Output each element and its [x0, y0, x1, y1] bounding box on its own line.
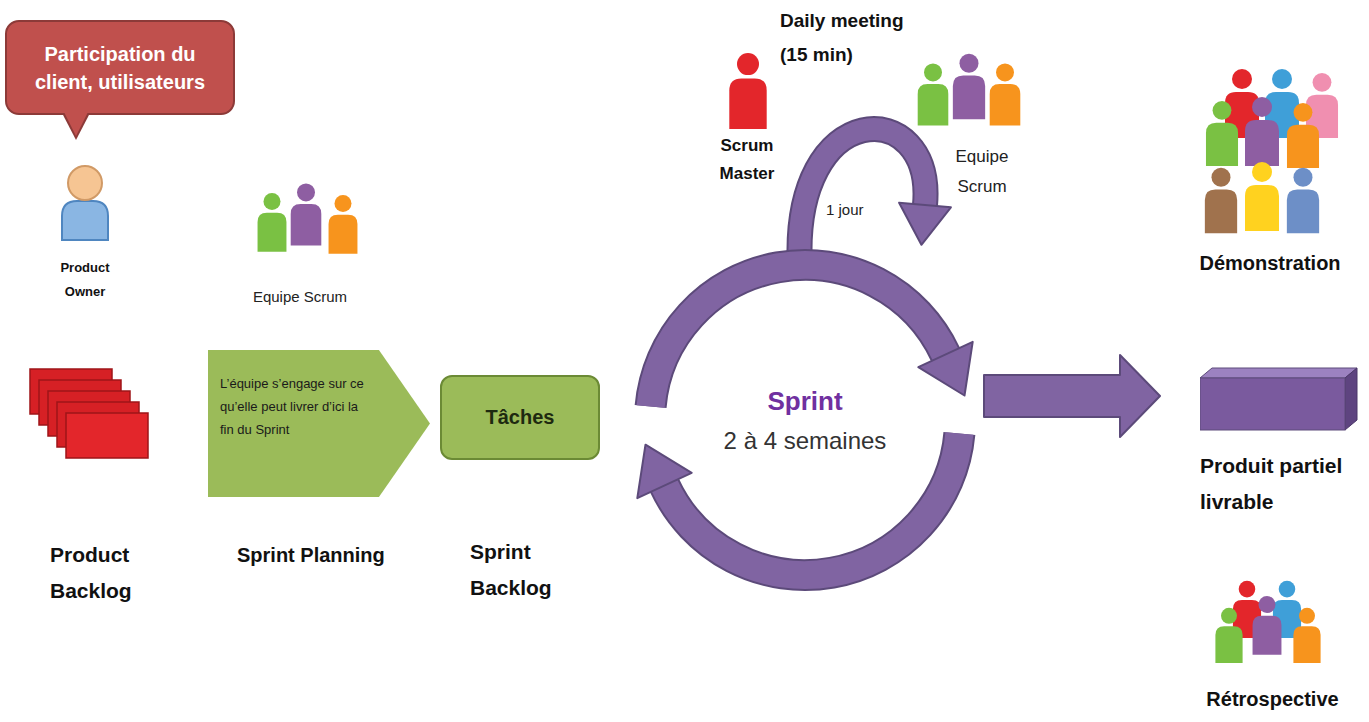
person	[1205, 168, 1237, 234]
sprint-cycle-arrows	[637, 265, 972, 575]
person	[953, 54, 985, 120]
person	[1245, 162, 1279, 231]
event-label: Rétrospective	[1190, 686, 1355, 712]
task-box: Tâches	[440, 375, 600, 460]
role-label: Product Owner	[45, 256, 125, 304]
person-body	[62, 201, 108, 240]
block-arrow	[984, 355, 1160, 437]
backlog-label: Product Backlog	[25, 537, 170, 609]
person	[1206, 101, 1238, 166]
duration-label: 1 jour	[826, 200, 886, 220]
cycle-head	[637, 445, 691, 499]
node-product: Produit partiel livrable	[1160, 360, 1365, 520]
person-head	[68, 166, 102, 200]
daily-loop-arrow	[800, 129, 951, 268]
person	[1215, 608, 1242, 663]
event-label: Démonstration	[1185, 250, 1355, 276]
team-label: Equipe Scrum	[940, 142, 1024, 202]
node-stack: Product Backlog	[25, 365, 175, 609]
node-sprint: Sprint 2 à 4 semaines	[632, 250, 978, 590]
person	[918, 63, 949, 125]
person	[990, 63, 1021, 125]
team-label: Equipe Scrum	[240, 287, 360, 307]
product-box-shape	[1200, 360, 1360, 432]
loop-outline	[800, 129, 926, 268]
product-box-side	[1345, 368, 1357, 430]
backlog-stack	[25, 365, 155, 465]
person	[1293, 608, 1320, 663]
person	[1245, 97, 1279, 166]
planning-text: L’équipe s’engage sur ce qu’elle peut li…	[220, 372, 368, 441]
team-icon	[918, 54, 1021, 126]
planning-arrow-fill	[208, 350, 430, 497]
role-label: Scrum Master	[705, 132, 789, 188]
backlog-card	[66, 413, 148, 458]
person	[258, 193, 287, 252]
cycle-head	[918, 342, 972, 396]
node-penta: L’équipe s’engage sur ce qu’elle peut li…	[208, 350, 430, 573]
group-icon	[1215, 581, 1320, 663]
team-icon	[258, 183, 358, 253]
person	[1287, 103, 1319, 168]
cycle-body	[665, 434, 960, 576]
loop-head	[899, 203, 951, 245]
product-label: Produit partiel livrable	[1200, 448, 1365, 520]
person	[1253, 596, 1282, 655]
person	[291, 183, 322, 245]
cycle-outline	[665, 434, 960, 576]
meeting-label: Daily meeting (15 min)	[780, 4, 930, 72]
loop-body	[800, 129, 926, 268]
sprint-duration: 2 à 4 semaines	[724, 427, 887, 455]
cycle-outline	[651, 265, 946, 407]
product-box-top	[1200, 368, 1357, 378]
sprint-title: Sprint	[767, 386, 842, 417]
bubble-text: Participation du client, utilisateurs	[13, 40, 227, 96]
person	[329, 195, 358, 254]
planning-label: Sprint Planning	[208, 537, 430, 573]
node-bubble: Participation du client, utilisateurs	[5, 20, 235, 115]
product-owner-icon	[62, 166, 108, 240]
person	[1287, 168, 1319, 234]
task-text: Tâches	[486, 406, 555, 429]
product-box-front	[1200, 378, 1345, 430]
sprint-backlog-label: Sprint Backlog	[440, 534, 580, 606]
scrum-master-icon	[729, 53, 766, 129]
cycle-body	[651, 265, 946, 407]
group-icon	[1205, 69, 1338, 233]
planning-arrow-box: L’équipe s’engage sur ce qu’elle peut li…	[208, 350, 430, 497]
node-task: TâchesSprint Backlog	[440, 375, 600, 606]
